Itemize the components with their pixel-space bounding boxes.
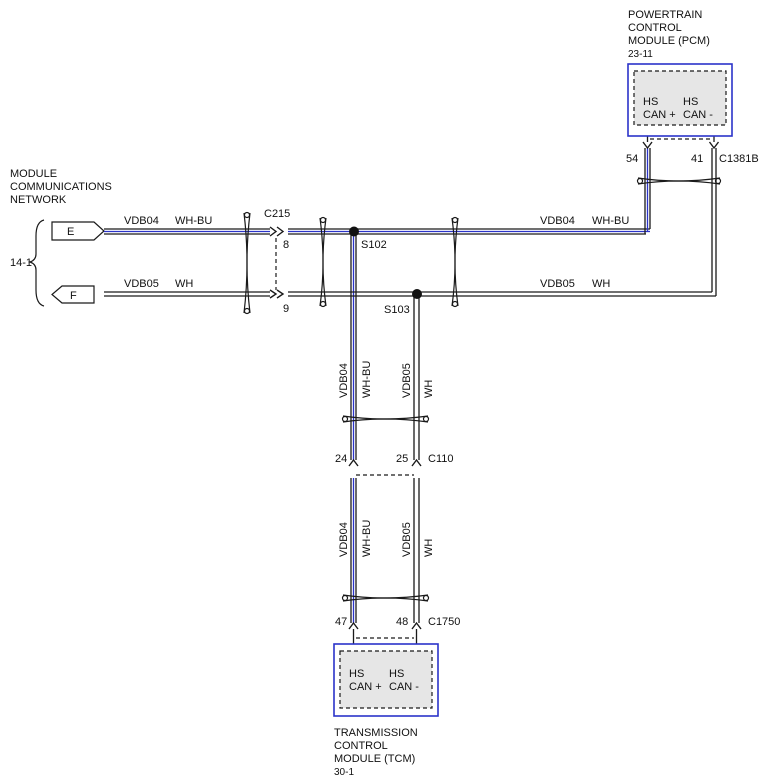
tcm-pin-left-line-2: CAN + [349,681,382,693]
connector-c1750[interactable]: 47 48 C1750 [335,616,460,656]
wire-vdb05[interactable] [104,148,717,623]
tcm-pin-right-line-1: HS [389,668,404,680]
circuit-whbu-label-right: WH-BU [592,215,629,227]
pcm-pin-left-line-1: HS [643,96,658,108]
circuit-vdb05-label-right: VDB05 [540,278,575,290]
tcm-title: TRANSMISSION CONTROL MODULE (TCM) 30-1 [334,727,418,778]
connector-f-label: F [70,290,77,302]
c1750-pin-48: 48 [396,616,408,628]
network-label-line-2: COMMUNICATIONS [10,181,112,193]
pcm-module[interactable]: HS CAN + HS CAN - [627,63,733,137]
circuit-vdb05-label-vert-1: VDB05 [401,363,413,398]
c1381b-pin-41: 41 [691,153,703,165]
splice-s102[interactable]: S102 [349,226,387,252]
circuit-vdb04-label-right: VDB04 [540,215,575,227]
connector-e-flag[interactable]: E [51,221,105,241]
circuit-wh-label-left: WH [175,278,193,290]
circuit-vdb05-label-left: VDB05 [124,278,159,290]
connector-e-label: E [67,226,74,238]
circuit-wh-label-vert-2: WH [423,539,435,557]
connector-c215[interactable]: C215 8 9 [264,208,290,315]
c110-pin-24: 24 [335,453,347,465]
pcm-title-line-2: CONTROL [628,22,682,34]
pcm-title: POWERTRAIN CONTROL MODULE (PCM) 23-11 [628,9,710,60]
twisted-pair-markers [243,177,722,602]
c1750-label: C1750 [428,616,460,628]
pcm-pin-left-line-2: CAN + [643,109,676,121]
circuit-whbu-label-vert-2: WH-BU [361,520,373,557]
c1750-pin-47: 47 [335,616,347,628]
connector-c1381b[interactable]: 54 41 C1381B [626,125,759,165]
c215-pin-9: 9 [283,303,289,315]
tcm-pin-left-line-1: HS [349,668,364,680]
circuit-vdb04-label-vert-1: VDB04 [338,363,350,398]
circuit-whbu-label-left: WH-BU [175,215,212,227]
network-bracket [28,219,45,307]
c110-label: C110 [428,453,453,465]
c110-pin-25: 25 [396,453,408,465]
tcm-pin-right-line-2: CAN - [389,681,419,693]
s102-label: S102 [361,239,387,251]
tcm-title-line-1: TRANSMISSION [334,727,418,739]
tcm-ref: 30-1 [334,767,354,778]
network-label-line-1: MODULE [10,168,57,180]
tcm-title-line-2: CONTROL [334,740,388,752]
network-label-line-3: NETWORK [10,194,67,206]
circuit-vdb04-label-vert-2: VDB04 [338,522,350,557]
c1381b-pin-54: 54 [626,153,638,165]
splice-s103[interactable]: S103 [384,289,422,316]
pcm-title-line-3: MODULE (PCM) [628,35,710,47]
circuit-wh-label-vert-1: WH [423,380,435,398]
circuit-wh-label-right: WH [592,278,610,290]
c215-pin-8: 8 [283,239,289,251]
pcm-title-line-1: POWERTRAIN [628,9,702,21]
connector-c110[interactable]: 24 25 C110 [335,453,453,476]
network-label: MODULE COMMUNICATIONS NETWORK [10,168,112,206]
circuit-vdb05-label-vert-2: VDB05 [401,522,413,557]
c1381b-label: C1381B [719,153,759,165]
s103-label: S103 [384,304,410,316]
pcm-ref: 23-11 [628,49,653,60]
tcm-module[interactable]: HS CAN + HS CAN - [333,643,439,717]
circuit-whbu-label-vert-1: WH-BU [361,361,373,398]
tcm-title-line-3: MODULE (TCM) [334,753,415,765]
pcm-pin-right-line-1: HS [683,96,698,108]
connector-f-flag[interactable]: F [51,285,95,304]
c215-label: C215 [264,208,290,220]
pcm-pin-right-line-2: CAN - [683,109,713,121]
network-ref: 14-1 [10,257,32,269]
circuit-vdb04-label-left: VDB04 [124,215,159,227]
